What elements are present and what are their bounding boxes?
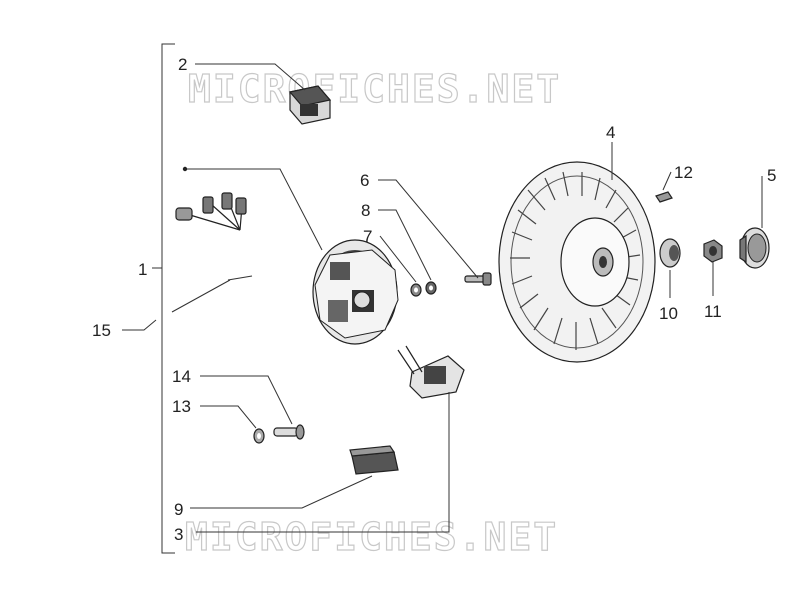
flywheel-nut-part [703, 239, 723, 263]
cap-part [739, 227, 770, 269]
callout-15: 15 [92, 321, 111, 340]
watermark-top: MICROFICHES.NET [188, 67, 561, 111]
leader-lines [122, 63, 763, 533]
screw-part [464, 272, 492, 286]
bolt-part [273, 424, 305, 440]
callout-14: 14 [172, 367, 191, 386]
callout-13: 13 [172, 397, 191, 416]
connector-block-part [288, 85, 332, 125]
flywheel-part [498, 161, 656, 363]
grommet-part [349, 445, 399, 475]
callout-2: 2 [178, 55, 187, 74]
callout-9: 9 [174, 500, 183, 519]
callout-5: 5 [767, 166, 776, 185]
pickup-part [397, 345, 465, 399]
callout-7: 7 [363, 227, 372, 246]
starter-gear-part [659, 238, 681, 268]
watermark-bottom: MICROFICHES.NET [185, 515, 558, 559]
stator-assembly-part [175, 192, 399, 345]
callout-1: 1 [138, 260, 147, 279]
callout-8: 8 [361, 201, 370, 220]
callout-3: 3 [174, 525, 183, 544]
callout-11: 11 [704, 302, 722, 321]
callout-12: 12 [674, 163, 693, 182]
washer-part [410, 283, 422, 297]
nut-part [425, 281, 437, 295]
callout-6: 6 [360, 171, 369, 190]
callout-10: 10 [659, 304, 678, 323]
woodruff-key-part [655, 191, 673, 203]
group-bracket [152, 43, 175, 554]
callout-4: 4 [606, 123, 615, 142]
small-washer-part [253, 428, 265, 444]
